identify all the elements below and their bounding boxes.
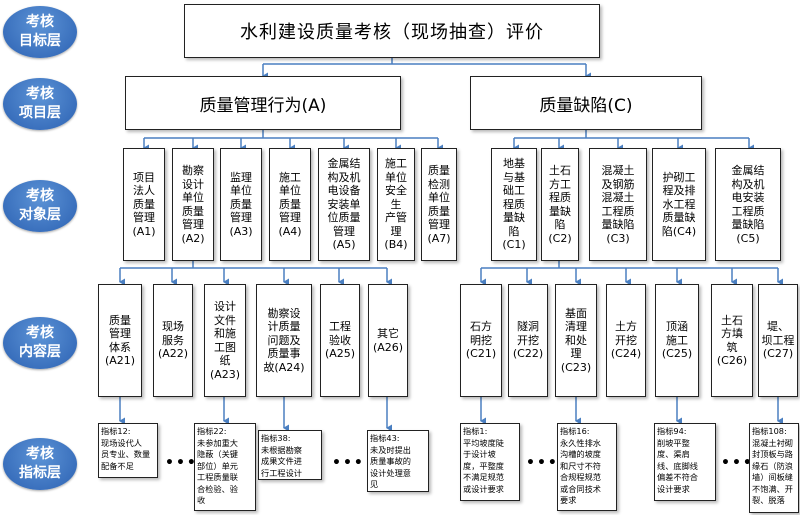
object-a2: 勘察 设计 单位 质量 管理 (A2)	[172, 148, 214, 261]
object-c5: 金属结 构及机 电安装 工程质 量缺陷 (C5)	[715, 148, 781, 261]
object-a1: 项目 法人 质量 管理 (A1)	[123, 148, 165, 261]
indicator-22: 指标22: 未参加重大 隐蔽（关键 部位）单元 工程质量联 合检验、验 收	[194, 423, 256, 511]
object-c4: 护砌工 程及排 水工程 质量缺 陷(C4)	[652, 148, 706, 261]
object-a3: 监理 单位 质量 管理 (A3)	[220, 148, 262, 261]
content-a25: 工程 验收 (A25)	[320, 284, 360, 397]
content-c24: 土方 开挖 (C24)	[606, 284, 646, 397]
object-a7: 质量 检测 单位 质量 管理 (A7)	[421, 148, 457, 261]
object-c3: 混凝土 及钢筋 混凝土 工程质 量缺陷 (C3)	[589, 148, 647, 261]
indicator-38: 指标38: 未根据勘察 成果文件进 行工程设计	[258, 430, 322, 480]
object-b4: 施工 单位 安全生 产管理 (B4)	[377, 148, 415, 261]
ellipsis-3: •••	[526, 455, 559, 471]
object-a5: 金属结 构及机 电设备 安装单 位质量 管理 (A5)	[318, 148, 370, 261]
layer-indicator-label: 考核 指标层	[19, 446, 61, 481]
content-c23: 基面 清理 和处 理 (C23)	[555, 284, 597, 397]
indicator-94: 指标94: 削坡平整 度、渠肩 线、底脚线 偏差不符合 设计要求	[654, 423, 716, 501]
layer-object: 考核 对象层	[3, 180, 77, 232]
ellipsis-4: •••	[721, 455, 754, 471]
layer-content-label: 考核 内容层	[19, 325, 61, 360]
content-c27: 堤、 坝工程 (C27)	[758, 284, 798, 397]
object-c2: 土石 方工 程质 量缺 陷 (C2)	[541, 148, 579, 261]
indicator-43: 指标43: 未及时提出 质量事故的 设计处理意 见	[367, 430, 429, 492]
layer-project: 考核 项目层	[3, 78, 77, 130]
indicator-1: 指标1: 平均坡度陡 于设计坡 度，平整度 不满足规范 或设计要求	[460, 423, 520, 501]
ellipsis-1: •••	[165, 455, 198, 471]
indicator-12: 指标12: 现场设代人 员专业、数量 配备不足	[98, 423, 158, 478]
content-a22: 现场 服务 (A22)	[153, 284, 193, 397]
category-quality-management: 质量管理行为(A)	[125, 76, 401, 130]
indicator-16: 指标16: 永久性排水 沟槽的坡度 和尺寸不符 合规程规范 或合同技术 要求	[557, 423, 617, 511]
indicator-108: 指标108: 混凝土衬砌 封顶板与路 缘石（防浪 墙）间板缝 不饱满、开 裂、脱…	[749, 423, 799, 513]
category-quality-defect: 质量缺陷(C)	[470, 76, 702, 130]
content-c25: 顶涵 施工 (C25)	[655, 284, 699, 397]
layer-indicator: 考核 指标层	[3, 438, 77, 490]
object-a4: 施工 单位 质量 管理 (A4)	[269, 148, 311, 261]
content-a26: 其它 (A26)	[368, 284, 408, 397]
content-a23: 设计 文件 和施 工图 纸 (A23)	[204, 284, 246, 397]
layer-content: 考核 内容层	[3, 317, 77, 369]
layer-goal: 考核 目标层	[3, 6, 77, 58]
layer-project-label: 考核 项目层	[19, 86, 61, 121]
content-c21: 石方 明挖 (C21)	[460, 284, 502, 397]
content-c22: 隧洞 开挖 (C22)	[508, 284, 548, 397]
layer-goal-label: 考核 目标层	[19, 14, 61, 49]
content-a24: 勘察设 计质量 问题及 质量事 故(A24)	[256, 284, 312, 397]
layer-object-label: 考核 对象层	[19, 188, 61, 223]
object-c1: 地基 与基 础工 程质 量缺 陷 (C1)	[491, 148, 537, 261]
content-a21: 质量 管理 体系 (A21)	[98, 284, 142, 397]
content-c26: 土石 方填 筑 (C26)	[711, 284, 753, 397]
diagram-title: 水利建设质量考核（现场抽查）评价	[184, 4, 600, 58]
ellipsis-2: •••	[332, 455, 365, 471]
